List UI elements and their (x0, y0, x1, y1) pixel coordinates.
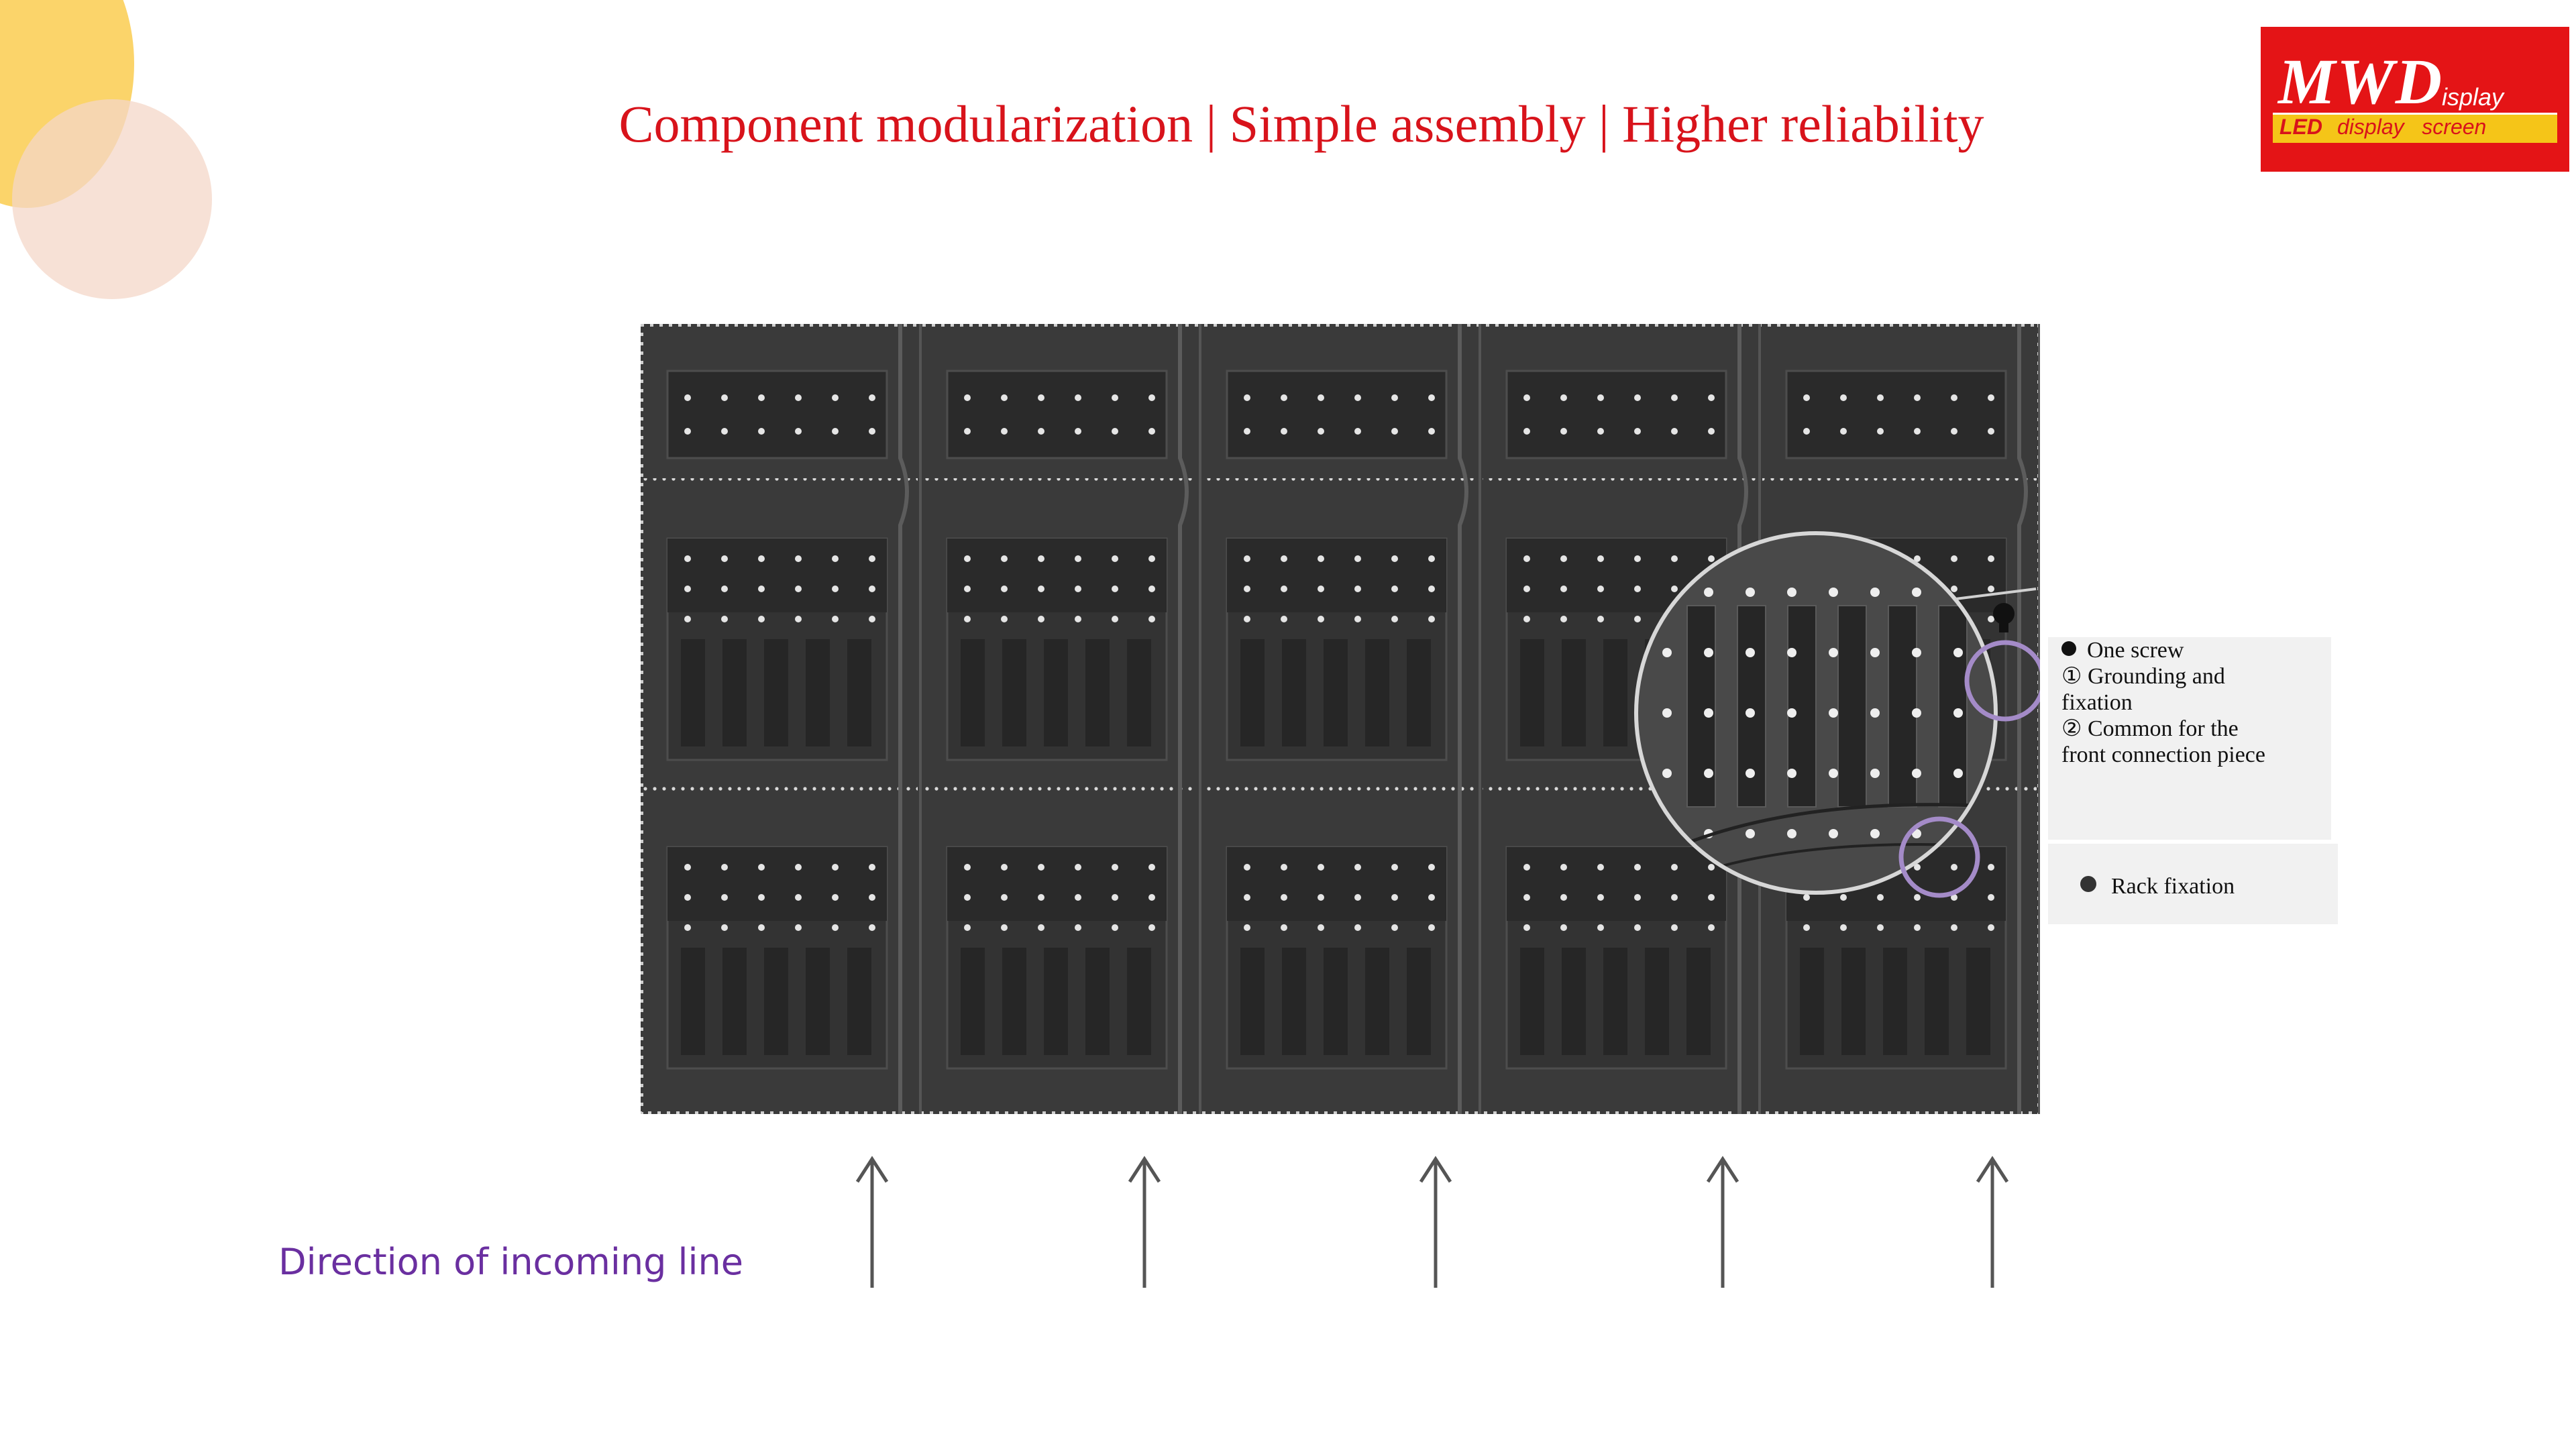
incoming-arrows (855, 1156, 2009, 1288)
bullet-icon (2061, 641, 2076, 656)
logo-main-text: MWD (2278, 46, 2444, 117)
logo-tagline-word: display (2337, 115, 2404, 139)
logo-tagline-word: LED (2279, 115, 2322, 139)
callout-heading: One screw (2087, 638, 2184, 663)
screw-highlight-ring (1964, 640, 2040, 722)
led-cabinet-panel-image (641, 324, 2040, 1114)
logo-tagline-word: screen (2422, 115, 2487, 139)
bullet-icon (2080, 876, 2096, 892)
page-title: Component modularization | Simple assemb… (619, 95, 1984, 153)
up-arrow-icon (1419, 1156, 1452, 1288)
rack-highlight-ring (1898, 816, 1980, 898)
brand-logo: MWD isplay LED display screen (2261, 27, 2569, 172)
callout-line: ① Grounding and (2061, 664, 2225, 689)
logo-tagline-bar: LED display screen (2273, 113, 2557, 143)
up-arrow-icon (1976, 1156, 2009, 1288)
up-arrow-icon (1128, 1156, 1161, 1288)
callout-one-screw: One screw ① Grounding and fixation ② Com… (2048, 637, 2331, 840)
decorative-pink-circle (12, 99, 212, 299)
callout-line: front connection piece (2061, 742, 2265, 767)
callout-label: Rack fixation (2111, 874, 2235, 899)
callout-line: fixation (2061, 690, 2133, 715)
callout-line: ② Common for the (2061, 716, 2239, 741)
callout-rack-fixation: Rack fixation (2048, 844, 2338, 924)
up-arrow-icon (1706, 1156, 1739, 1288)
incoming-line-label: Direction of incoming line (278, 1241, 744, 1283)
up-arrow-icon (855, 1156, 889, 1288)
zoom-lens-ring (1634, 531, 1998, 895)
logo-suffix-text: isplay (2442, 83, 2504, 111)
